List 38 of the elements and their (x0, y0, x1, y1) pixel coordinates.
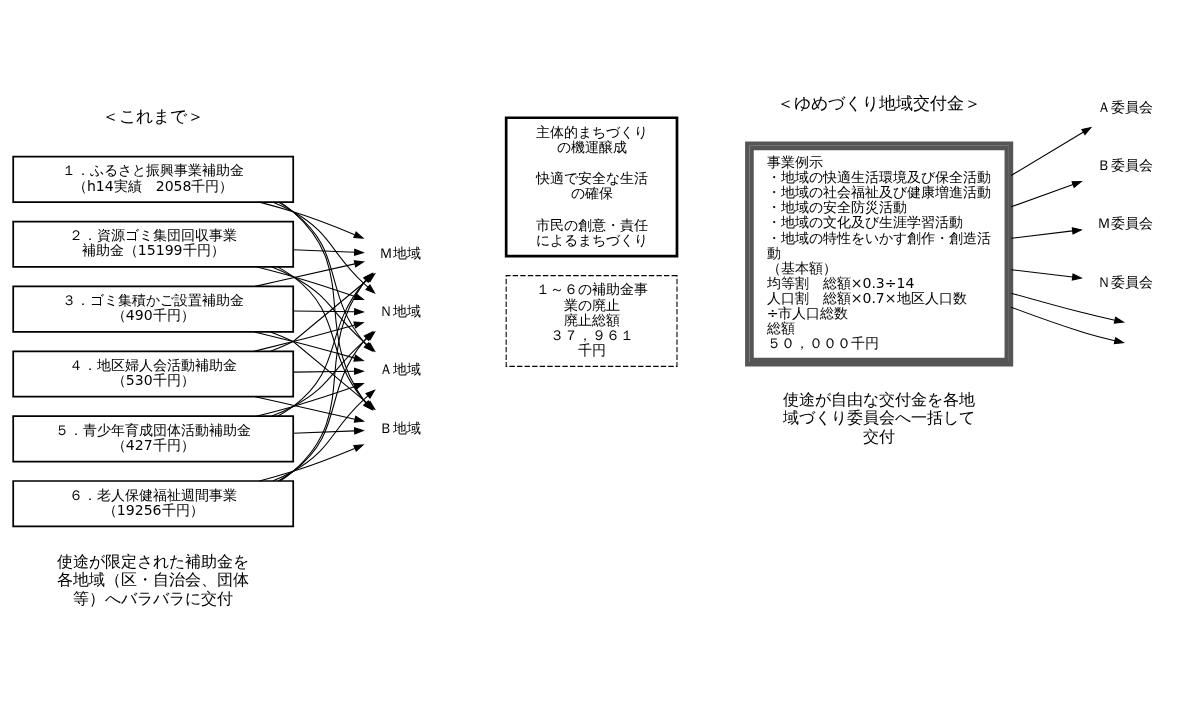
node-box: ６．老人保健福祉週間事業 （19256千円） (12, 480, 295, 528)
node-box: 主体的まちづくりの機運醸成 快適で安全な生活の確保 市民の創意・責任によるまちづくり (504, 116, 679, 258)
label: ＜これまで＞ (102, 105, 205, 126)
arrow (258, 444, 365, 482)
node-text: Ｂ委員会 (1096, 157, 1153, 174)
arrow (1010, 126, 1093, 176)
node-text: Ａ地域 (378, 361, 421, 378)
node-box: ２．資源ゴミ集団回収事業 補助金（15199千円） (12, 220, 295, 268)
label: ＜ゆめづくり地域交付金＞ (777, 92, 982, 113)
arrow (1010, 292, 1125, 324)
arrow (254, 260, 366, 287)
node-box: ５．青少年育成団体活動補助金 （427千円） (12, 415, 295, 463)
arrow (292, 307, 365, 316)
node-box: ４．地区婦人会活動補助金 （530千円） (12, 350, 295, 398)
node-text: Ｎ地域 (378, 303, 421, 320)
arrow (253, 321, 365, 352)
arrow (292, 248, 365, 256)
node-box: １．ふるさと振興事業補助金 （h14実績 2058千円） (12, 155, 295, 203)
node-box: 事業例示 ・地域の快適生活環境及び保全活動 ・地域の社会福祉及び健康増進活動 ・地域の安全防災活動 ・地域の文化及び生涯学習活動 ・地域の特性をいかす創作・創造活動 （基本額） 均等割 総額×0.3÷14 人口割 総額×0.7×地区人口数÷市人口総数 総額 ５０，０００千円 (745, 141, 1014, 367)
arrow (1010, 269, 1083, 281)
label: 使途が限定された補助金を各地域（区・自治会、団体等）へバラバラに交付 (57, 551, 250, 608)
arrow (256, 383, 365, 417)
arrow (254, 396, 366, 423)
arrow (292, 367, 365, 376)
node-text: Ａ委員会 (1096, 98, 1153, 115)
node-box: ３．ゴミ集積かご設置補助金 （490千円） (12, 285, 295, 333)
node-box: １～６の補助金事業の廃止 廃止総額 ３７，９６１ 千円 (505, 275, 678, 367)
node-text: Ｍ地域 (378, 244, 421, 261)
arrow (1010, 181, 1083, 208)
node-text: Ｂ地域 (378, 419, 421, 436)
arrow (258, 201, 365, 239)
arrow (1010, 227, 1083, 239)
node-text: Ｎ委員会 (1096, 273, 1153, 290)
arrow (292, 427, 365, 435)
arrow (1010, 306, 1125, 345)
arrow (253, 331, 365, 362)
label: 使途が自由な交付金を各地域づくり委員会へ一括して交付 (783, 389, 976, 446)
node-text: Ｍ委員会 (1096, 215, 1153, 232)
